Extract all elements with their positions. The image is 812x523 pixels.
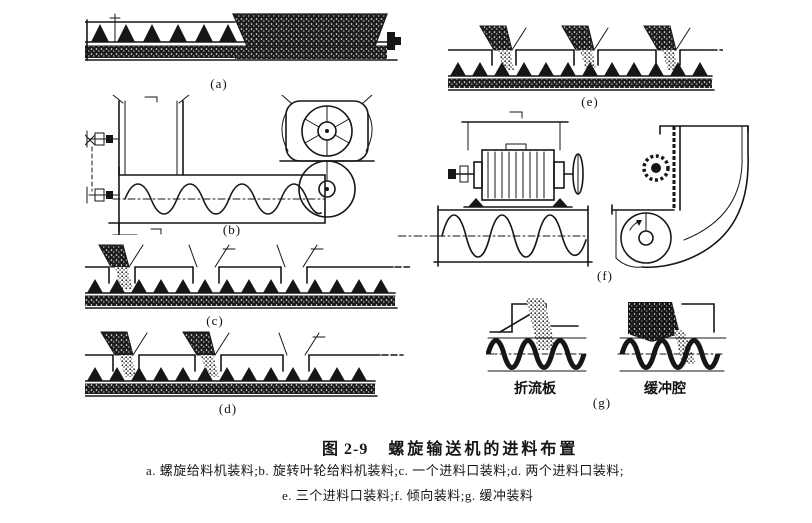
panel-a-label: (a) xyxy=(210,76,228,91)
panel-b-rotary-vane-feeder-drawing xyxy=(85,95,375,235)
impeller-end-view xyxy=(279,95,375,218)
trough-top-line xyxy=(85,354,404,372)
screw-trough-side-view xyxy=(398,205,593,267)
figure-caption-line-2: e. 三个进料口装料;f. 倾向装料;g. 缓冲装料 xyxy=(282,488,534,503)
feed-hopper xyxy=(232,13,401,59)
screw-flights xyxy=(85,13,398,61)
panel-g-buffer-loading-drawing xyxy=(486,298,727,372)
screw-flights xyxy=(448,62,715,91)
panel-d-two-inlet-drawing xyxy=(85,331,404,397)
empty-inlet-hopper xyxy=(278,332,326,356)
empty-inlet-hoppers xyxy=(188,244,324,268)
panel-c-label: (c) xyxy=(206,313,224,328)
panel-d-label: (d) xyxy=(218,401,238,416)
motor-drawing xyxy=(448,111,584,208)
panel-f-label: (f) xyxy=(597,268,613,283)
panel-c-one-inlet-drawing xyxy=(85,244,410,309)
loaded-inlet-hoppers xyxy=(479,25,691,70)
screw-flights xyxy=(85,367,378,397)
baffle-plate-label: 折流板 xyxy=(514,382,556,397)
figure-caption-line-1: a. 螺旋给料机装料;b. 旋转叶轮给料机装料;c. 一个进料口装料;d. 两个… xyxy=(146,463,624,478)
panel-e-label: (e) xyxy=(581,94,599,109)
loaded-inlet-hoppers xyxy=(100,331,230,377)
panel-e-three-inlet-drawing xyxy=(448,25,723,91)
figure-title: 螺旋输送机的进料布置 xyxy=(388,441,579,458)
trough-top-line xyxy=(85,266,410,284)
panel-f-inclined-loading-drawing xyxy=(398,111,749,269)
vertical-chute xyxy=(112,95,190,176)
shaft-fittings xyxy=(85,130,120,204)
figure-number: 图 2-9 xyxy=(322,441,369,458)
panel-b-label: (b) xyxy=(222,222,242,237)
curved-discharge-chute xyxy=(611,125,749,269)
baffle-plate-unit xyxy=(486,298,587,372)
buffer-chamber-label: 缓冲腔 xyxy=(644,382,686,397)
panel-g-label: (g) xyxy=(592,395,612,410)
buffer-chamber-unit xyxy=(617,302,727,372)
screw-flights xyxy=(85,279,398,309)
figure-caption-title: 图 2-9 螺旋输送机的进料布置 xyxy=(322,435,578,459)
panel-a-screw-feeder-drawing xyxy=(85,13,401,61)
